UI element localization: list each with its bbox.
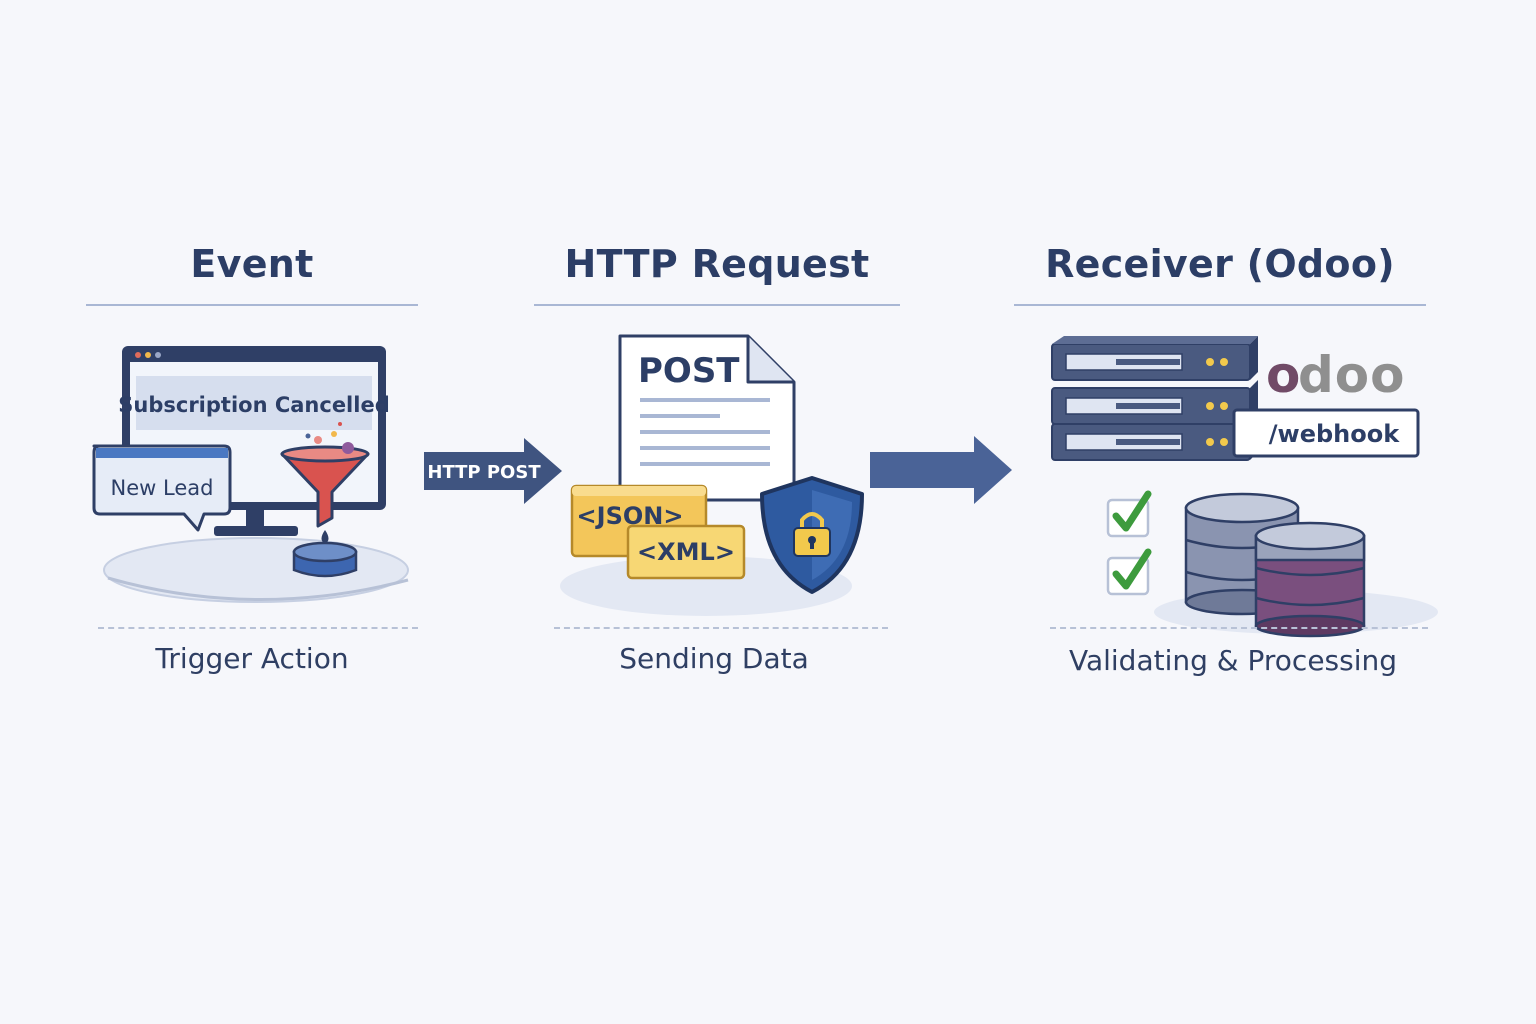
server-rack-icon [1051,336,1258,461]
post-method-label: POST [638,351,740,391]
check-icon [1106,548,1152,596]
svg-text:doo: doo [1298,346,1406,404]
webhook-endpoint-box [1232,408,1420,458]
xml-format-card [626,524,746,580]
odoo-logo: o doo [1266,346,1406,404]
stage-caption-event: Trigger Action [155,642,349,675]
stage-caption-http-request: Sending Data [619,642,809,675]
stage-caption-receiver: Validating & Processing [1068,644,1398,677]
svg-text:o: o [1266,346,1301,404]
shield-lock-icon [760,476,864,594]
stage-divider-receiver [1050,627,1428,629]
new-lead-bubble [92,444,232,532]
stage-title-event: Event [190,242,314,286]
document-icon [618,334,796,502]
check-icon [1106,490,1152,538]
connector-arrow [870,436,1012,504]
subscription-cancelled-label: Subscription Cancelled [118,393,389,417]
xml-label: <XML> [637,538,735,566]
database-icon [1254,521,1366,638]
stage-divider-http-request [554,627,888,629]
http-post-label: HTTP POST [427,462,541,483]
stage-title-http-request: HTTP Request [564,242,870,286]
stage-underline-http-request [534,304,900,306]
platform-shadow [103,537,409,603]
http-request-illustration: POST <JSON> <XML> [560,334,864,616]
event-illustration: Subscription Cancelled New Lead [92,346,409,603]
new-lead-label: New Lead [111,476,214,500]
stage-underline-event [86,304,418,306]
funnel-icon [280,422,370,528]
connector-arrow-http-post: HTTP POST [424,438,562,504]
stage-title-receiver: Receiver (Odoo) [1045,242,1395,286]
webhook-endpoint-label: /webhook [1269,420,1400,448]
data-cylinder-icon [292,541,358,578]
subscription-banner [136,376,372,430]
stage-underline-receiver [1014,304,1426,306]
stage-divider-event [98,627,418,629]
receiver-illustration: o doo /webhook [1051,336,1438,638]
